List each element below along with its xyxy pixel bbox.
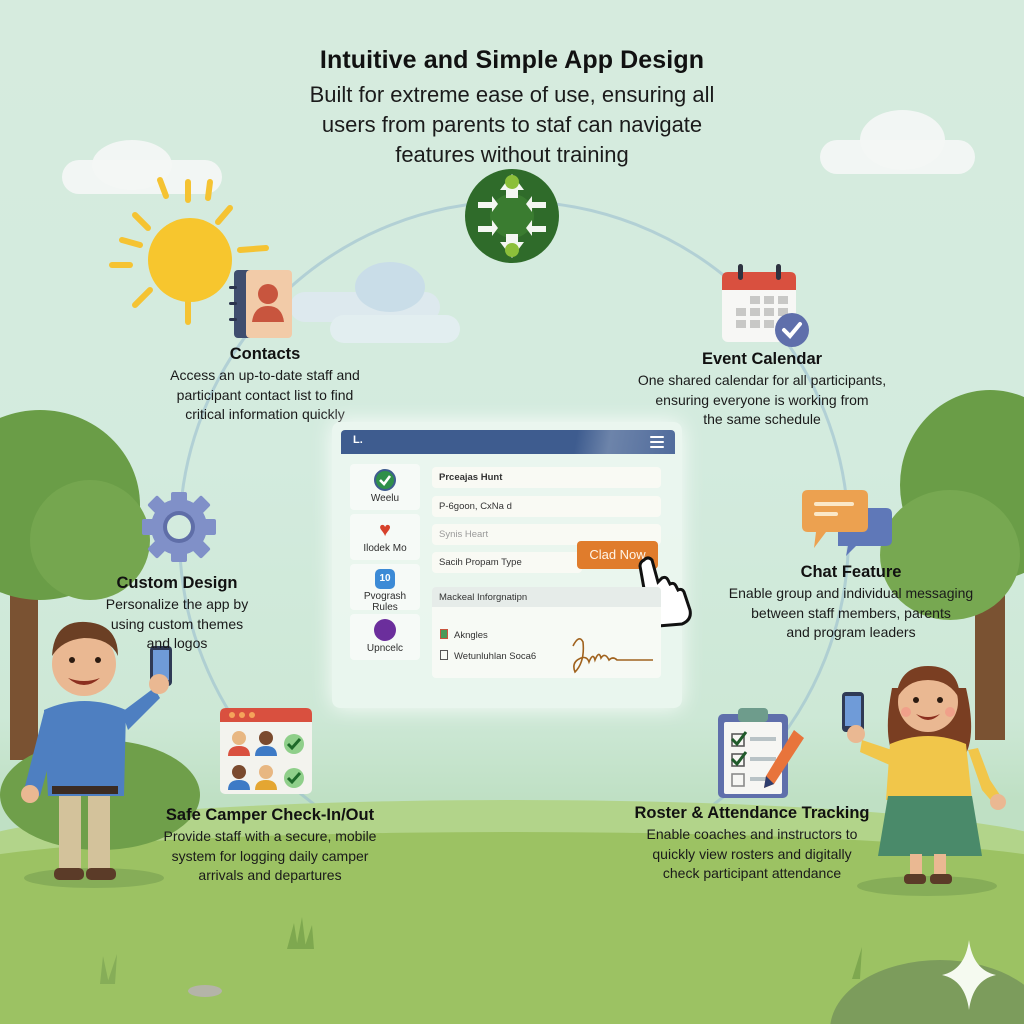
feature-event-calendar: Event Calendar One shared calendar for a… (612, 350, 912, 430)
info-item-label: Akngles (454, 630, 488, 641)
feature-title: Roster & Attendance Tracking (634, 804, 870, 822)
feature-contacts: Contacts Access an up-to-date staff and … (140, 345, 390, 425)
calendar-10-icon: 10 (375, 569, 395, 589)
mockup-sidebar-item[interactable]: ♥ Ilodek Mo (350, 514, 420, 560)
mockup-logo: L. (353, 434, 363, 446)
feature-title: Event Calendar (701, 350, 823, 368)
info-item[interactable]: Wetunluhlan Soca6 (440, 650, 536, 662)
feature-desc-line: Access an up-to-date staff and (170, 367, 360, 383)
feature-desc-line: quickly view rosters and digitally (652, 845, 852, 862)
mockup-field-location[interactable]: P-6goon, CxNa d (432, 496, 661, 517)
check-badge-icon (374, 469, 396, 491)
sidebar-label: Upncelc (366, 643, 404, 654)
woman-with-phone-illustration (842, 666, 1006, 896)
feature-roster: Roster & Attendance Tracking Enable coac… (612, 804, 892, 884)
address-book-icon (229, 270, 292, 338)
heart-icon: ♥ (379, 519, 391, 541)
chat-bubbles-icon (802, 490, 892, 556)
sidebar-label: Pvogrash Rules (363, 591, 407, 613)
sun-icon (109, 177, 269, 325)
purple-camera-icon (374, 619, 396, 641)
calendar-check-icon (722, 264, 809, 347)
info-panel-header: Mackeal Inforgnatipn (432, 587, 661, 607)
file-icon (440, 650, 448, 660)
feature-desc-line: system for logging daily camper (171, 847, 369, 864)
feature-desc-line: Personalize the app by (105, 596, 249, 612)
feature-desc-line: ensuring everyone is working from (655, 391, 869, 408)
feature-chat: Chat Feature Enable group and individual… (706, 563, 996, 643)
mockup-sidebar-item[interactable]: Upncelc (350, 614, 420, 660)
pebble (188, 985, 222, 997)
feature-title: Custom Design (116, 574, 238, 592)
feature-title: Chat Feature (800, 563, 902, 581)
mockup-sidebar-item[interactable]: 10 Pvogrash Rules (350, 564, 420, 613)
feature-check-in-out: Safe Camper Check-In/Out Provide staff w… (135, 806, 405, 886)
feature-desc-line: using custom themes (110, 615, 244, 632)
feature-desc-line: Enable coaches and instructors to (646, 826, 858, 842)
man-with-phone-illustration (21, 621, 172, 888)
document-icon (440, 629, 448, 639)
feature-desc-line: One shared calendar for all participants… (637, 372, 887, 388)
clad-now-button[interactable]: Clad Now (577, 541, 658, 569)
people-check-icon (220, 708, 312, 794)
page-subtitle-line-2: users from parents to staf can navigate (321, 112, 703, 137)
mockup-title-bar (341, 430, 675, 454)
feature-desc-line: the same schedule (703, 411, 821, 427)
sidebar-label: Weelu (370, 493, 400, 504)
mockup-field-program-type[interactable]: Sacih Propam Type (432, 552, 582, 573)
cloud-right-puff (860, 110, 945, 170)
mockup-sidebar-item[interactable]: Weelu (350, 464, 420, 510)
feature-desc-line: critical information quickly (185, 406, 345, 422)
mockup-field-name[interactable]: Prceajas Hunt (432, 467, 661, 488)
page-subtitle-line-1: Built for extreme ease of use, ensuring … (309, 82, 715, 107)
grass-tuft-icon (287, 917, 314, 949)
page-title: Intuitive and Simple App Design (319, 46, 705, 74)
feature-desc-line: Enable group and individual messaging (728, 585, 974, 601)
page-subtitle-line-3: features without training (395, 142, 629, 167)
feature-desc-line: participant contact list to find (176, 386, 354, 403)
sidebar-label: Ilodek Mo (363, 543, 407, 554)
feature-title: Safe Camper Check-In/Out (165, 806, 375, 824)
info-item[interactable]: Akngles (440, 629, 488, 641)
signature-mark (572, 638, 653, 674)
info-item-label: Wetunluhlan Soca6 (454, 651, 537, 662)
grass-tuft-icon (100, 954, 117, 984)
feature-desc-line: Provide staff with a secure, mobile (163, 828, 377, 844)
feature-desc-line: and logos (146, 635, 208, 651)
feature-custom-design: Custom Design Personalize the app by usi… (92, 574, 262, 654)
tree-left-foliage-2 (30, 480, 150, 600)
feature-desc-line: and program leaders (786, 624, 916, 640)
network-circle-icon (465, 169, 559, 263)
grass-tuft-icon (852, 947, 862, 979)
feature-desc-line: check participant attendance (662, 865, 842, 881)
gear-icon (142, 492, 216, 562)
feature-desc-line: between staff members, parents (751, 604, 951, 621)
sparkle-icon (942, 940, 996, 1010)
tree-right-foliage-2 (880, 490, 1020, 620)
feature-desc-line: arrivals and departures (198, 867, 342, 883)
hero-section: Intuitive and Simple App Design Built fo… (212, 46, 812, 170)
hamburger-menu-icon[interactable] (650, 436, 664, 449)
mockup-field-placeholder[interactable]: Synis Heart (432, 524, 661, 545)
clipboard-checklist-icon (718, 708, 804, 798)
feature-title: Contacts (229, 345, 301, 363)
